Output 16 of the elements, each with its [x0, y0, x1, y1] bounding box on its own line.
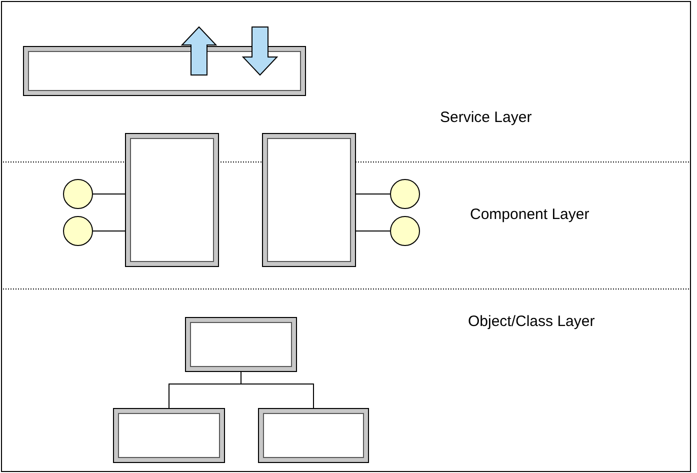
rectangle-box	[125, 133, 219, 267]
rectangle-box	[258, 408, 369, 463]
layer-label: Object/Class Layer	[468, 313, 595, 330]
rectangle-box	[262, 133, 356, 267]
interface-circle	[390, 179, 420, 209]
interface-circle	[63, 179, 93, 209]
rectangle-box	[23, 46, 306, 96]
rectangle-box	[185, 317, 297, 372]
connector-line	[356, 230, 390, 232]
connector-line	[240, 372, 314, 408]
rectangle-box	[113, 408, 225, 463]
layer-label: Component Layer	[470, 206, 590, 223]
interface-circle	[390, 216, 420, 246]
layer-label: Service Layer	[440, 109, 532, 126]
interface-circle	[63, 216, 93, 246]
connector-line	[92, 230, 126, 232]
